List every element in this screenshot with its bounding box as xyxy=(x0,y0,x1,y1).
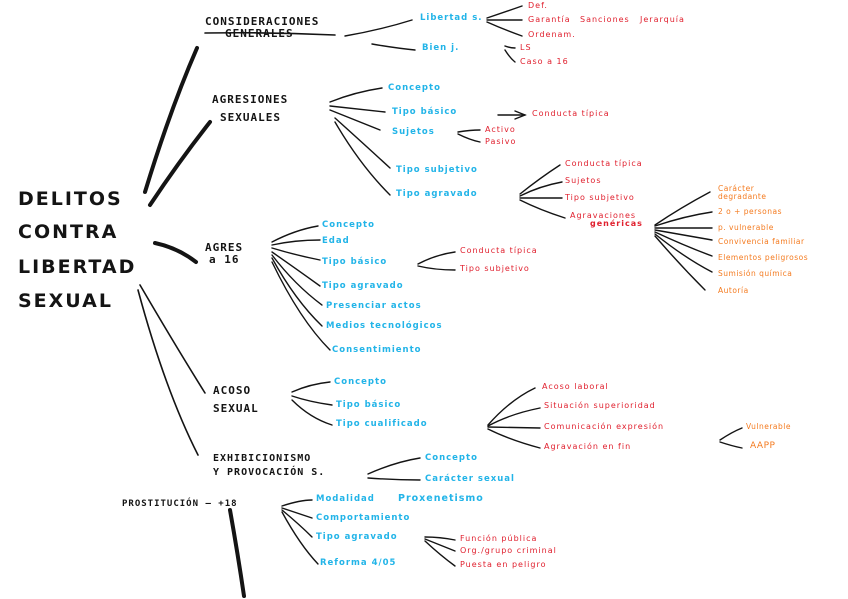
node-me-tipo-agravado: Tipo agravado xyxy=(322,281,404,291)
node-pr-proxenetismo: Proxenetismo xyxy=(398,493,484,504)
root-line-1: DELITOS xyxy=(18,188,123,210)
node-caracter-degradante: Carácter degradante xyxy=(718,184,767,201)
node-bien-juridico: Bien j. xyxy=(422,43,460,53)
node-ac-concepto: Concepto xyxy=(334,377,387,387)
node-me-tipo-basico: Tipo básico xyxy=(322,257,388,267)
node-ag-conducta-tipica: Conducta típica xyxy=(532,109,610,118)
node-agresiones-sexuales: AGRESIONES SEXUALES xyxy=(212,93,289,124)
node-ac-vulnerable: Vulnerable xyxy=(746,422,791,431)
node-def: Def. xyxy=(528,1,548,10)
node-prostitucion: PROSTITUCIÓN — +18 xyxy=(122,499,238,509)
node-pr-org-grupo: Org./grupo criminal xyxy=(460,546,557,555)
node-elementos-peligrosos: Elementos peligrosos xyxy=(718,253,809,262)
node-p-vulnerable: p. vulnerable xyxy=(718,223,774,232)
node-jerarquia: Jerarquía xyxy=(640,15,685,24)
node-me-consentimiento: Consentimiento xyxy=(332,345,422,355)
node-ag-tipo-subjetivo: Tipo subjetivo xyxy=(396,165,478,175)
node-me-medios-tecnologicos: Medios tecnológicos xyxy=(326,321,443,331)
node-ex-concepto: Concepto xyxy=(425,453,478,463)
node-convivencia-familiar: Convivencia familiar xyxy=(718,237,805,246)
node-ag-pasivo: Pasivo xyxy=(485,137,517,146)
node-autoria: Autoría xyxy=(718,286,749,295)
node-sumision-quimica: Sumisión química xyxy=(718,269,793,278)
node-ac-aapp: AAPP xyxy=(750,441,776,451)
node-agr-sujetos: Sujetos xyxy=(565,176,602,185)
node-ag-activo: Activo xyxy=(485,125,516,134)
node-ac-situacion-superioridad: Situación superioridad xyxy=(544,401,656,410)
node-ls: LS xyxy=(520,43,532,52)
node-ac-acoso-laboral: Acoso laboral xyxy=(542,382,609,391)
node-ac-agravacion-fin: Agravación en fin xyxy=(544,442,632,451)
node-ordenam: Ordenam. xyxy=(528,30,576,39)
node-caso-16: Caso a 16 xyxy=(520,57,569,66)
node-agr-conducta: Conducta típica xyxy=(565,159,643,168)
node-pr-comportamiento: Comportamiento xyxy=(316,513,411,523)
node-pr-funcion-publica: Función pública xyxy=(460,534,538,543)
node-ag-concepto: Concepto xyxy=(388,83,441,93)
node-pr-tipo-agravado: Tipo agravado xyxy=(316,532,398,542)
node-ag-sujetos: Sujetos xyxy=(392,127,435,137)
root-line-2: CONTRA xyxy=(18,221,119,243)
node-menores-16: AGRES a 16 xyxy=(205,241,244,266)
node-pr-puesta-peligro: Puesta en peligro xyxy=(460,560,547,569)
node-libertad-s: Libertad s. xyxy=(420,13,483,23)
node-me-edad: Edad xyxy=(322,236,350,246)
node-exhibicionismo: EXHIBICIONISMO Y PROVOCACIÓN S. xyxy=(213,453,326,478)
node-ac-tipo-basico: Tipo básico xyxy=(336,400,402,410)
node-consideraciones-generales: CONSIDERACIONES GENERALES xyxy=(205,15,320,40)
root-line-3: LIBERTAD xyxy=(18,256,137,278)
node-me-presenciar-actos: Presenciar actos xyxy=(326,301,422,311)
node-agr-tipo-subjetivo: Tipo subjetivo xyxy=(565,193,635,202)
node-ag-tipo-agravado: Tipo agravado xyxy=(396,189,478,199)
node-me-tipo-subjetivo: Tipo subjetivo xyxy=(460,264,530,273)
node-ac-comunicacion-expresion: Comunicación expresión xyxy=(544,422,665,431)
node-ac-tipo-cualificado: Tipo cualificado xyxy=(336,419,428,429)
node-ex-caracter-sexual: Carácter sexual xyxy=(425,474,515,484)
sub-branches xyxy=(271,5,743,567)
node-me-concepto: Concepto xyxy=(322,220,375,230)
root-line-4: SEXUAL xyxy=(18,290,113,312)
root-branches xyxy=(137,31,336,598)
node-garantia: Garantía xyxy=(528,15,571,24)
node-agravaciones-genericas: Agravaciones genéricas xyxy=(570,211,643,229)
node-me-conducta-tipica: Conducta típica xyxy=(460,246,538,255)
node-pr-reforma: Reforma 4/05 xyxy=(320,558,397,568)
node-pr-modalidad: Modalidad xyxy=(316,494,375,504)
node-sanciones: Sanciones xyxy=(580,15,630,24)
node-acoso-sexual: ACOSO SEXUAL xyxy=(213,384,259,415)
node-2-personas: 2 o + personas xyxy=(718,207,783,216)
node-ag-tipo-basico: Tipo básico xyxy=(392,107,458,117)
